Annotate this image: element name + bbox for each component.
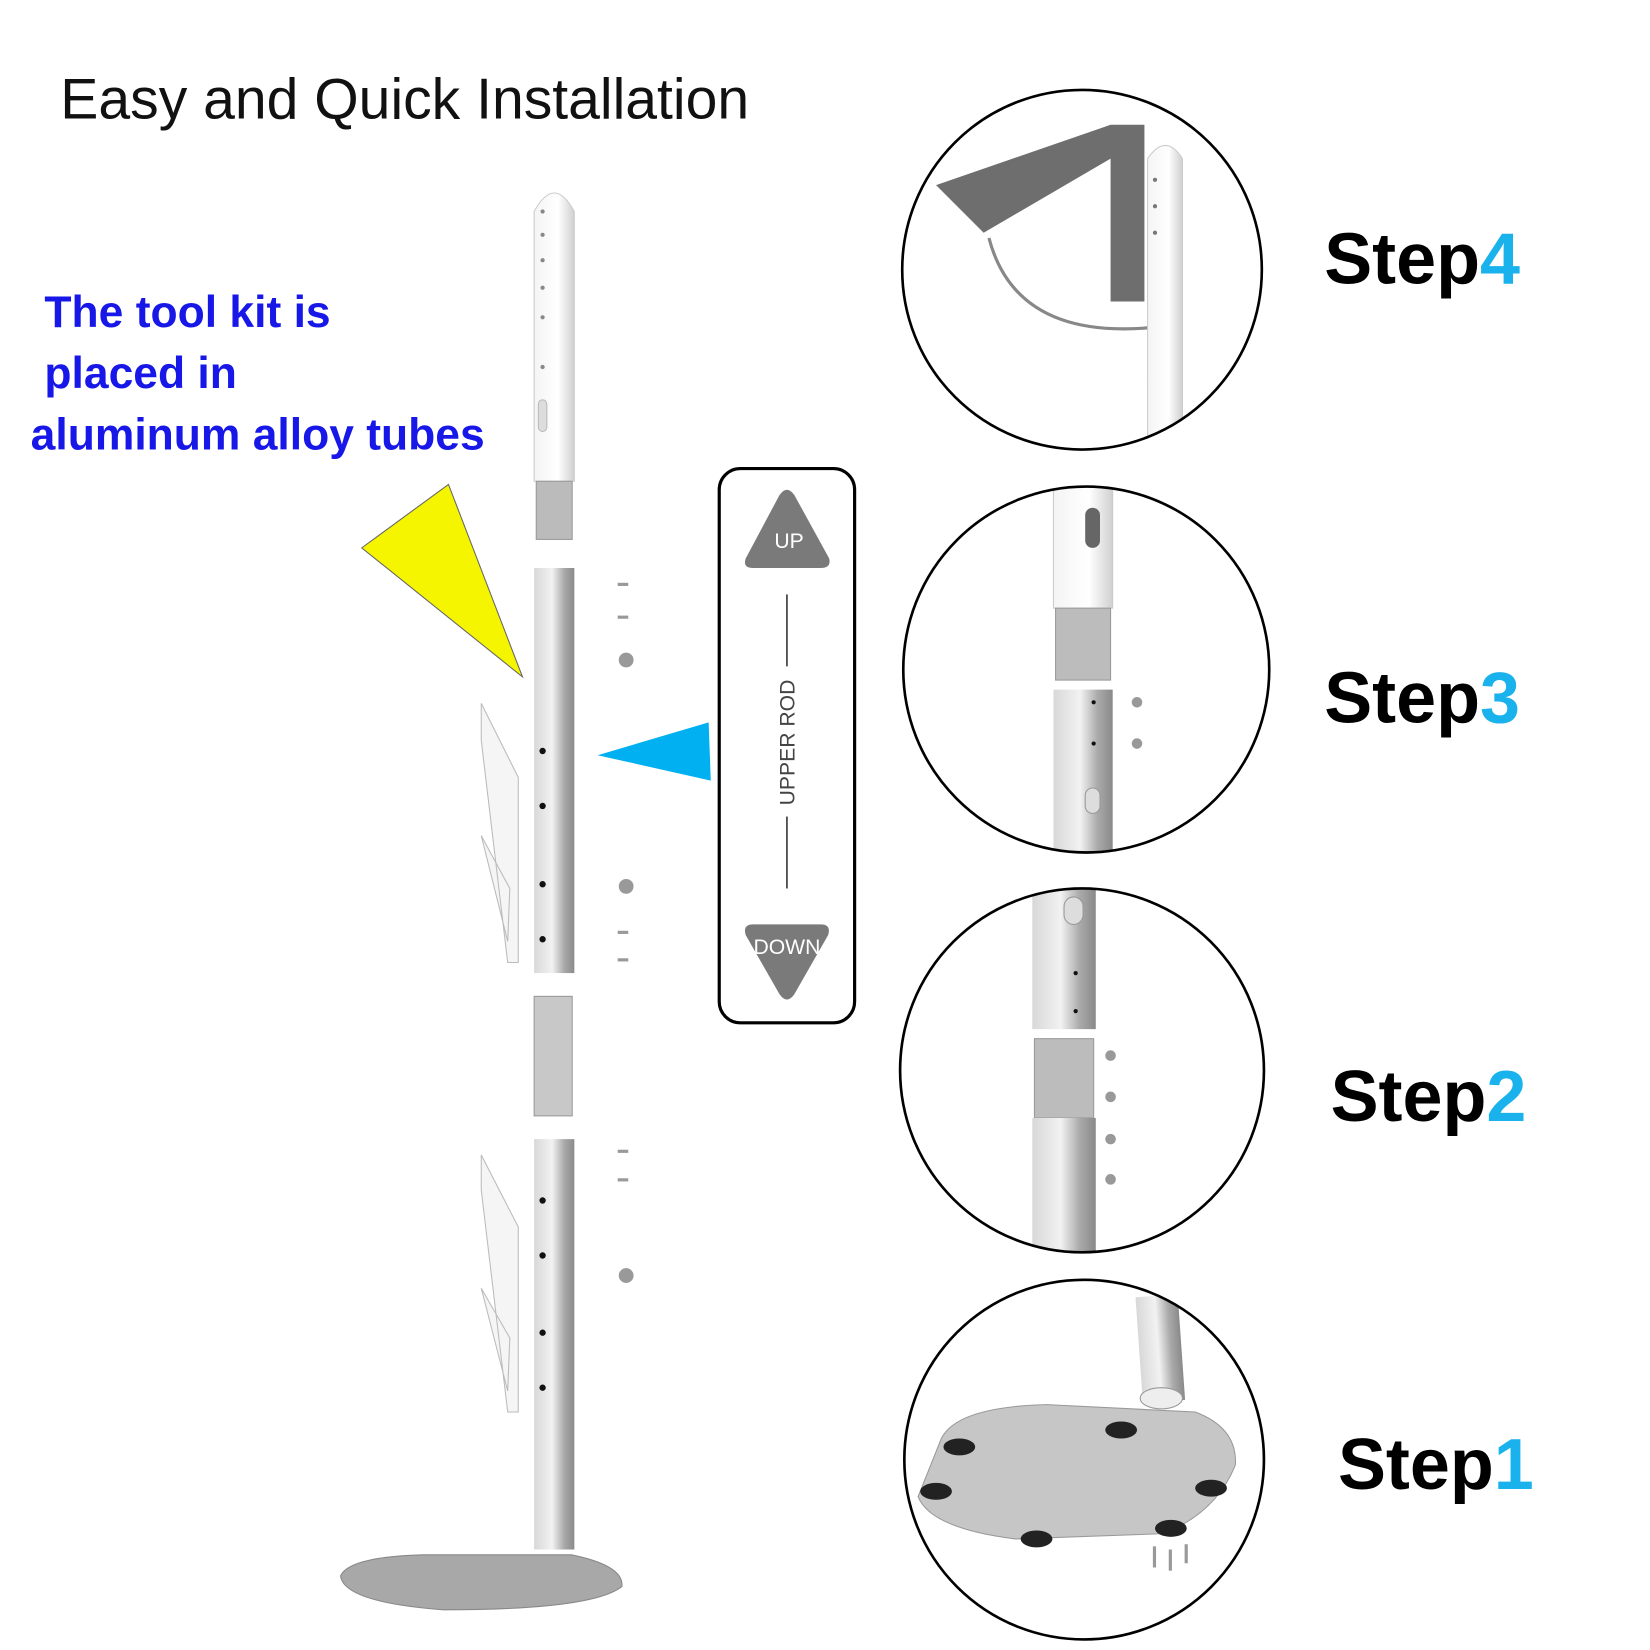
note-line: placed in	[44, 349, 236, 398]
page-title: Easy and Quick Installation	[60, 67, 749, 131]
blue-pointer	[597, 722, 711, 781]
note-line: aluminum alloy tubes	[31, 411, 485, 460]
orientation-panel: UP UPPER ROD DOWN	[717, 466, 857, 1025]
step3-illustration	[901, 485, 1271, 854]
down-arrow-icon	[744, 924, 829, 1000]
upper-rod-label: UPPER ROD	[776, 680, 799, 806]
step2-label: Step2	[1331, 1057, 1527, 1137]
down-label: DOWN	[753, 936, 820, 959]
step3-label: Step3	[1324, 658, 1520, 738]
yellow-pointer	[360, 483, 524, 679]
note-line: The tool kit is	[44, 288, 330, 337]
exploded-pole	[340, 192, 634, 1611]
up-label: UP	[774, 530, 803, 553]
step4-illustration	[900, 88, 1264, 451]
step2-illustration	[898, 887, 1266, 1254]
tool-kit-note: The tool kit is placed in aluminum alloy…	[31, 288, 485, 460]
step1-illustration	[903, 1278, 1266, 1641]
step1-label: Step1	[1338, 1425, 1534, 1505]
up-arrow-icon	[744, 489, 830, 568]
step4-label: Step4	[1324, 219, 1520, 299]
